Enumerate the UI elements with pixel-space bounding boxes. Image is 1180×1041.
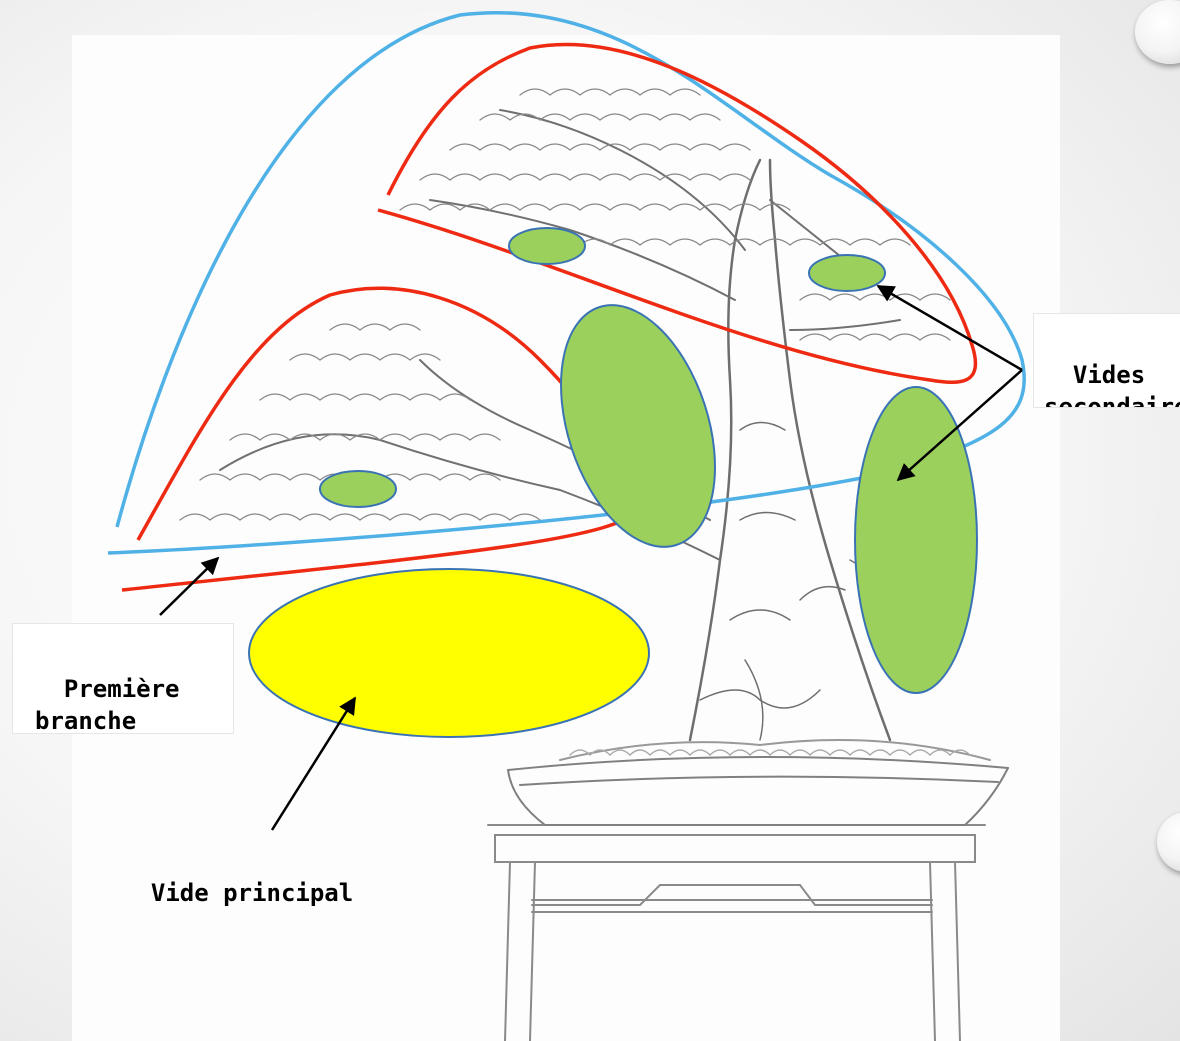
main-void xyxy=(249,569,649,737)
label-vides-secondaires-text: Vides secondaires xyxy=(1044,361,1180,408)
label-vide-principal-text: Vide principal xyxy=(151,879,353,907)
secondary-void-upper-left xyxy=(509,228,585,264)
label-premiere-branche: Première branche xyxy=(12,623,234,734)
label-vide-principal: Vide principal xyxy=(122,845,353,909)
label-vides-secondaires: Vides secondaires xyxy=(1033,313,1180,408)
label-premiere-branche-text: Première branche xyxy=(35,675,180,735)
secondary-void-lower-left xyxy=(320,471,396,507)
secondary-void-right xyxy=(855,387,977,693)
secondary-void-upper-right xyxy=(809,255,885,291)
